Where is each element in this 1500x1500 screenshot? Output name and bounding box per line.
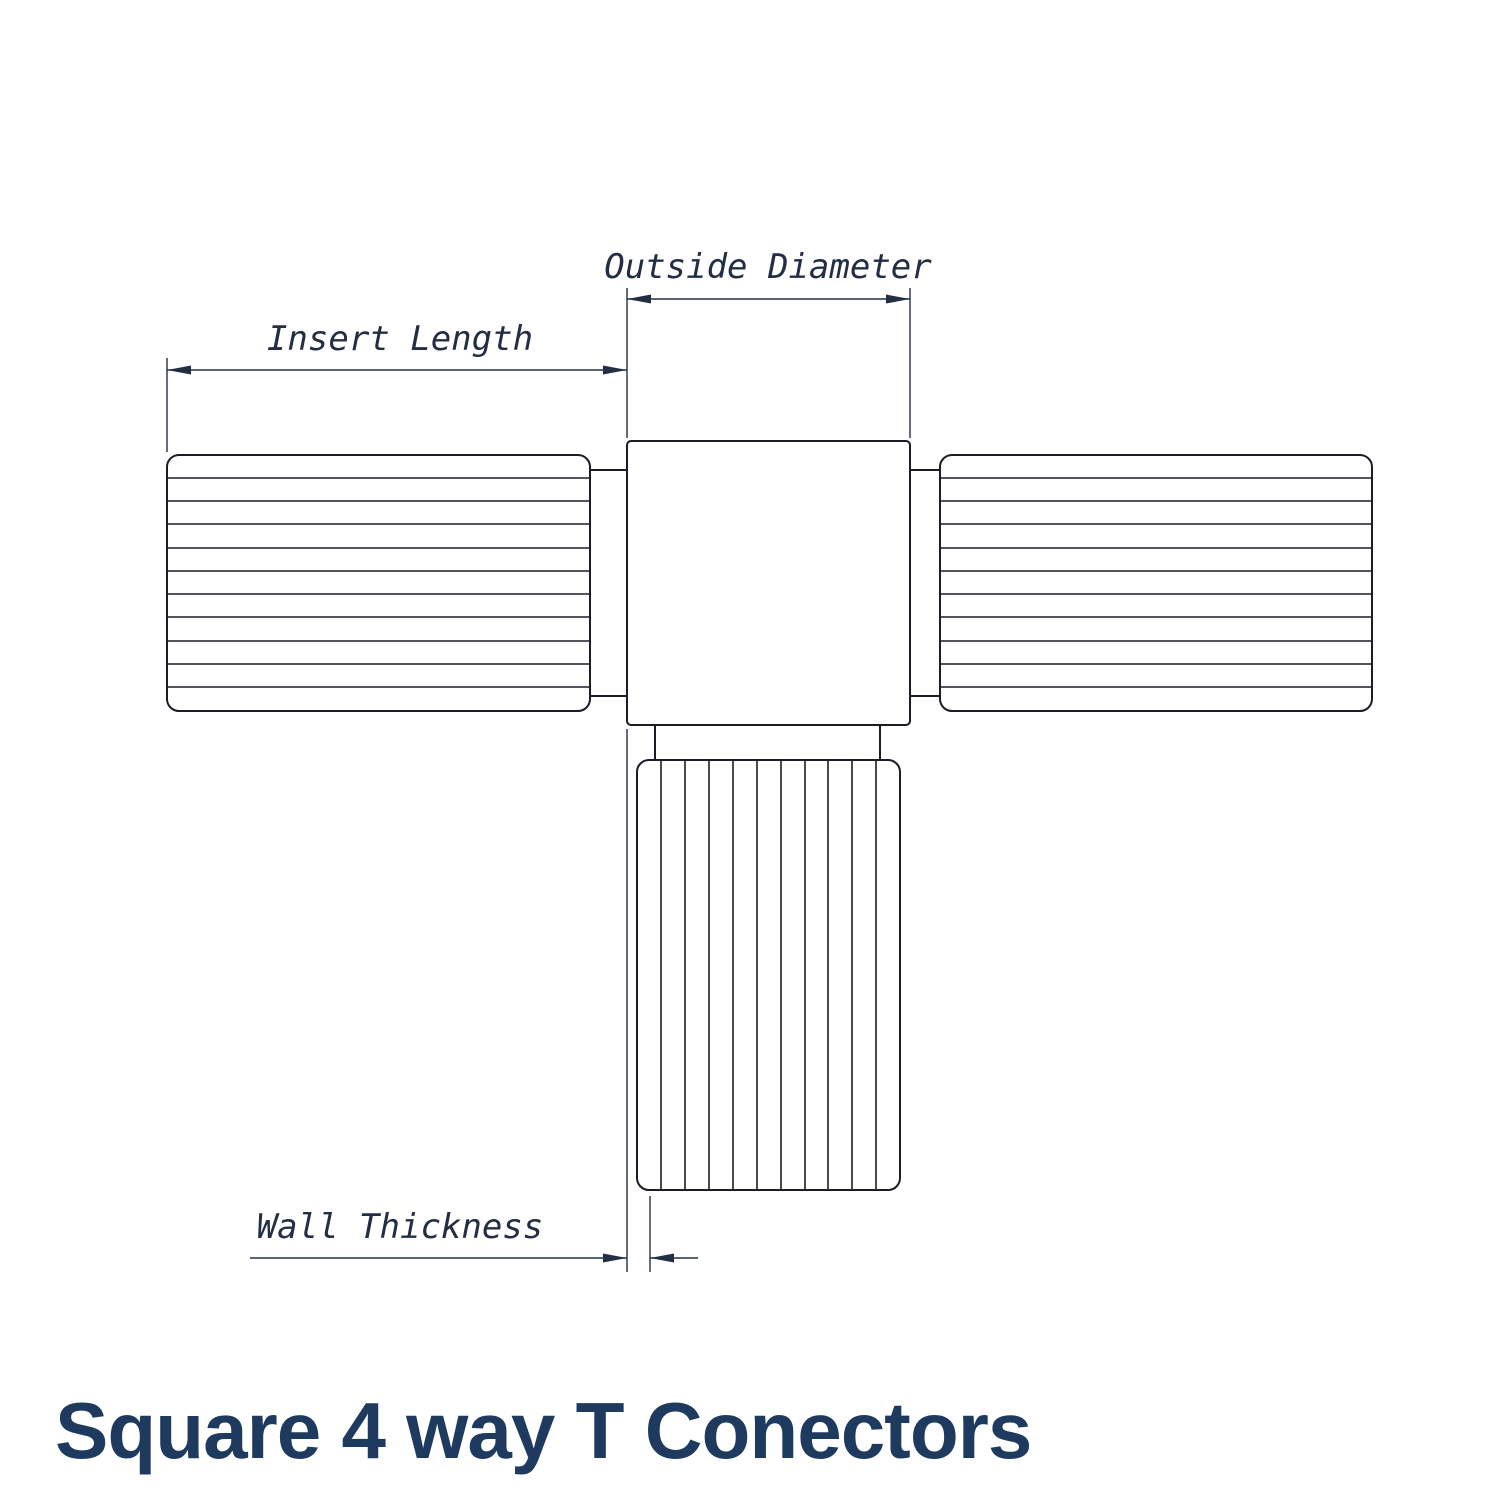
left-insert-body bbox=[166, 454, 591, 712]
outside-diameter-dimension: Outside Diameter bbox=[604, 247, 932, 438]
left-insert-neck bbox=[589, 469, 628, 697]
arrowhead-right-of-gap bbox=[650, 1253, 674, 1263]
right-insert-neck bbox=[909, 469, 941, 697]
right-insert-ribs bbox=[940, 477, 1372, 688]
arrowhead-right bbox=[886, 294, 910, 304]
bottom-insert-ribs bbox=[660, 760, 877, 1190]
insert-length-label: Insert Length bbox=[267, 319, 533, 359]
arrowhead-left bbox=[627, 294, 651, 304]
left-insert bbox=[166, 454, 628, 712]
wall-thickness-dimension: Wall Thickness bbox=[250, 729, 698, 1272]
arrowhead-right bbox=[603, 365, 627, 375]
right-insert-body bbox=[939, 454, 1373, 712]
arrowhead-left bbox=[167, 365, 191, 375]
central-body bbox=[626, 440, 911, 726]
right-insert bbox=[909, 454, 1373, 712]
page-title: Square 4 way T Conectors bbox=[55, 1386, 1032, 1475]
left-insert-ribs bbox=[167, 477, 590, 688]
arrowhead-left-of-gap bbox=[603, 1253, 627, 1263]
wall-thickness-label: Wall Thickness bbox=[257, 1207, 544, 1247]
bottom-insert-body bbox=[636, 759, 901, 1191]
insert-length-dimension: Insert Length bbox=[166, 319, 627, 452]
bottom-insert-neck bbox=[654, 724, 881, 761]
bottom-insert bbox=[636, 724, 901, 1191]
outside-diameter-label: Outside Diameter bbox=[604, 247, 932, 287]
